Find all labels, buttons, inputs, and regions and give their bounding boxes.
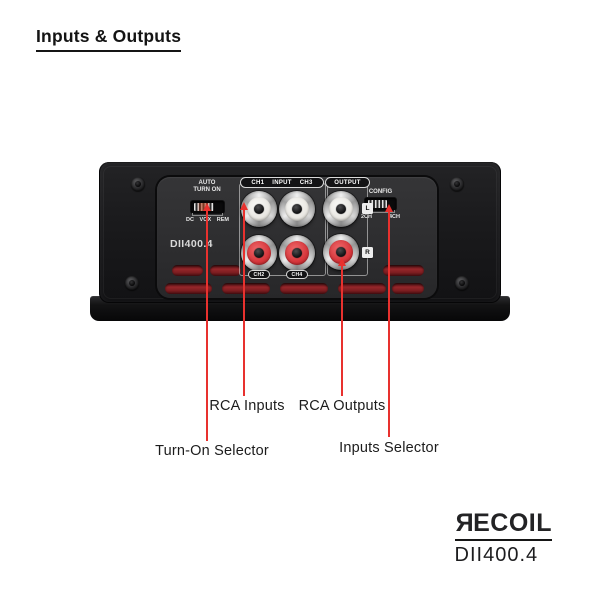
screw-icon bbox=[125, 276, 139, 290]
rca-jack-input-ch4 bbox=[279, 235, 315, 271]
panel-model-label: DII400.4 bbox=[170, 238, 213, 250]
input-group-header: CH1 INPUT CH3 bbox=[240, 177, 324, 188]
vent-slot bbox=[280, 283, 328, 294]
brand-block: RECOIL DII400.4 bbox=[454, 509, 552, 567]
vent-slot bbox=[338, 283, 386, 294]
input-header-ch3: CH3 bbox=[299, 179, 313, 186]
turn-on-heading-line1: AUTO bbox=[198, 180, 216, 186]
callout-label-rca-outputs: RCA Outputs bbox=[298, 398, 386, 414]
callout-arrow-rca-inputs bbox=[240, 202, 248, 210]
callout-line-rca-inputs bbox=[243, 210, 245, 396]
config-heading: CONFIG bbox=[368, 189, 393, 195]
rca-jack-input-ch3 bbox=[279, 191, 315, 227]
callout-arrow-rca-outputs bbox=[338, 258, 346, 266]
output-channel-right-tab: R bbox=[362, 247, 373, 258]
callout-line-turn-on bbox=[206, 211, 208, 441]
brand-logo-first-letter: R bbox=[454, 509, 474, 537]
brand-divider bbox=[454, 539, 552, 541]
page-title: Inputs & Outputs bbox=[36, 26, 182, 52]
vent-slot bbox=[383, 265, 424, 276]
vent-slot bbox=[165, 283, 212, 294]
brand-logo: RECOIL bbox=[454, 509, 552, 537]
callout-line-inputs-selector bbox=[388, 212, 390, 437]
screw-icon bbox=[131, 177, 145, 191]
vent-slot bbox=[210, 265, 241, 276]
turn-on-heading: AUTO TURN ON bbox=[185, 180, 229, 194]
callout-label-turn-on-selector: Turn-On Selector bbox=[155, 443, 269, 459]
rca-jack-output-left bbox=[323, 191, 359, 227]
input-label-ch4: CH4 bbox=[286, 270, 308, 279]
output-channel-left-tab: L bbox=[362, 203, 373, 214]
brand-logo-rest: ECOIL bbox=[473, 509, 552, 537]
switch-knob bbox=[368, 200, 388, 208]
turn-on-option-vox: VOX bbox=[200, 217, 212, 223]
input-header-input: INPUT bbox=[272, 179, 292, 186]
callout-label-inputs-selector: Inputs Selector bbox=[339, 440, 439, 456]
input-label-ch2: CH2 bbox=[248, 270, 270, 279]
rca-jack-input-ch2 bbox=[241, 235, 277, 271]
turn-on-options: DC VOX REM bbox=[186, 217, 229, 223]
config-options: 2CH 4CH bbox=[361, 214, 400, 220]
callout-arrow-turn-on bbox=[203, 203, 211, 211]
callout-line-rca-outputs bbox=[341, 266, 343, 396]
callout-label-rca-inputs: RCA Inputs bbox=[209, 398, 285, 414]
brand-model-number: DII400.4 bbox=[454, 544, 539, 566]
vent-slot bbox=[172, 265, 203, 276]
turn-on-heading-line2: TURN ON bbox=[193, 186, 221, 193]
screw-icon bbox=[450, 177, 464, 191]
input-header-ch1: CH1 bbox=[251, 179, 265, 186]
vent-slot bbox=[222, 283, 270, 294]
config-option-2ch: 2CH bbox=[361, 214, 373, 220]
turn-on-option-dc: DC bbox=[186, 217, 194, 223]
config-option-4ch: 4CH bbox=[388, 214, 400, 220]
callout-arrow-inputs-selector bbox=[385, 204, 393, 212]
screw-icon bbox=[455, 276, 469, 290]
turn-on-option-rem: REM bbox=[216, 217, 229, 223]
vent-slot bbox=[392, 283, 424, 294]
output-group-header: OUTPUT bbox=[325, 177, 370, 188]
